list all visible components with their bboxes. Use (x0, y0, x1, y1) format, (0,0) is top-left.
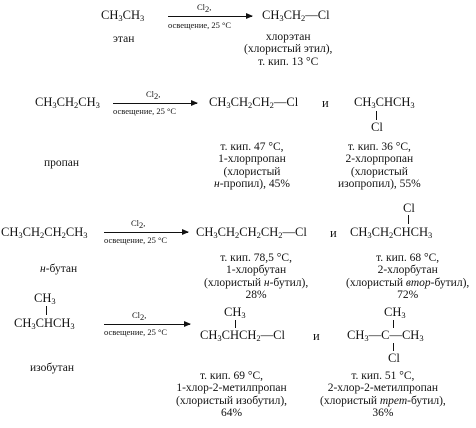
chloroethane-formula: CH3CH2—Cl (262, 8, 330, 23)
reagent-cl2: Cl2, (132, 310, 147, 322)
reaction-conditions: освещение, 25 °C (168, 20, 232, 30)
isobutane-name: изобутан (30, 362, 74, 374)
1-chloropropane-info: т. кип. 47 °C, 1-хлорпропан (хлористый н… (214, 141, 290, 191)
2-chlorobutane-cl: Cl (403, 201, 415, 215)
reaction-conditions: освещение, 25 °C (104, 235, 168, 245)
1-chlorobutane-formula: CH3CH2CH2CH2—Cl (196, 225, 307, 240)
2-chlorobutane-formula: CH3CH2CHCH3 (350, 225, 433, 240)
reaction-arrow (168, 13, 253, 19)
2-chlorobutane-info: т. кип. 68 °C, 2-хлорбутан (хлористый вт… (346, 252, 470, 302)
isobutane-methyl: CH3 (34, 291, 56, 306)
and-text: и (322, 96, 329, 110)
2-chloro-2-methylpropane-cl: Cl (388, 351, 400, 365)
2-chloropropane-info: т. кип. 36 °C, 2-хлорпропан (хлористый и… (338, 141, 421, 191)
chloroethane-info: хлорэтан (хлористый этил), т. кип. 13 °C (244, 31, 333, 68)
propane-name: пропан (44, 157, 80, 169)
reaction-arrow (104, 321, 191, 327)
ethane-formula: CH3CH3 (101, 8, 145, 23)
reagent-cl2: Cl2, (197, 2, 212, 14)
bond-line (393, 343, 394, 351)
bond-line (393, 320, 394, 328)
isobutane-formula: CH3CHCH3 (14, 316, 75, 331)
1-chloro-2-methylpropane-methyl: CH3 (224, 305, 246, 320)
reagent-cl2: Cl2, (146, 89, 161, 101)
1-chloro-2-methylpropane-formula: CH3CHCH2—Cl (200, 328, 285, 343)
bond-line (235, 320, 236, 328)
ethane-name: этан (113, 33, 135, 45)
reaction-conditions: освещение, 25 °C (113, 106, 177, 116)
2-chloro-2-methylpropane-info: т. кип. 51 °C, 2-хлор-2-метилпропан (хло… (320, 370, 446, 420)
reaction-arrow (104, 229, 189, 235)
and-text: и (330, 226, 337, 240)
2-chloropropane-cl: Cl (371, 120, 383, 134)
bond-line (376, 111, 377, 120)
2-chloro-2-methylpropane-methyl: CH3 (384, 305, 406, 320)
1-chlorobutane-info: т. кип. 78,5 °C, 1-хлорбутан (хлористый … (204, 252, 309, 302)
propane-formula: CH3CH2CH3 (35, 95, 100, 110)
butane-formula: CH3CH2CH2CH3 (1, 225, 88, 240)
1-chloro-2-methylpropane-info: т. кип. 69 °C, 1-хлор-2-метилпропан (хло… (176, 370, 288, 420)
reaction-conditions: освещение, 25 °C (104, 327, 168, 337)
bond-line (408, 215, 409, 224)
reagent-cl2: Cl2, (131, 218, 146, 230)
butane-name: н-бутан (40, 263, 78, 275)
1-chloropropane-formula: CH3CH2CH2—Cl (209, 95, 299, 110)
bond-line (46, 306, 47, 315)
2-chloropropane-formula: CH3CHCH3 (354, 95, 415, 110)
2-chloro-2-methylpropane-formula: CH3—C—CH3 (347, 328, 424, 343)
and-text: и (313, 329, 320, 343)
reaction-arrow (113, 100, 198, 106)
